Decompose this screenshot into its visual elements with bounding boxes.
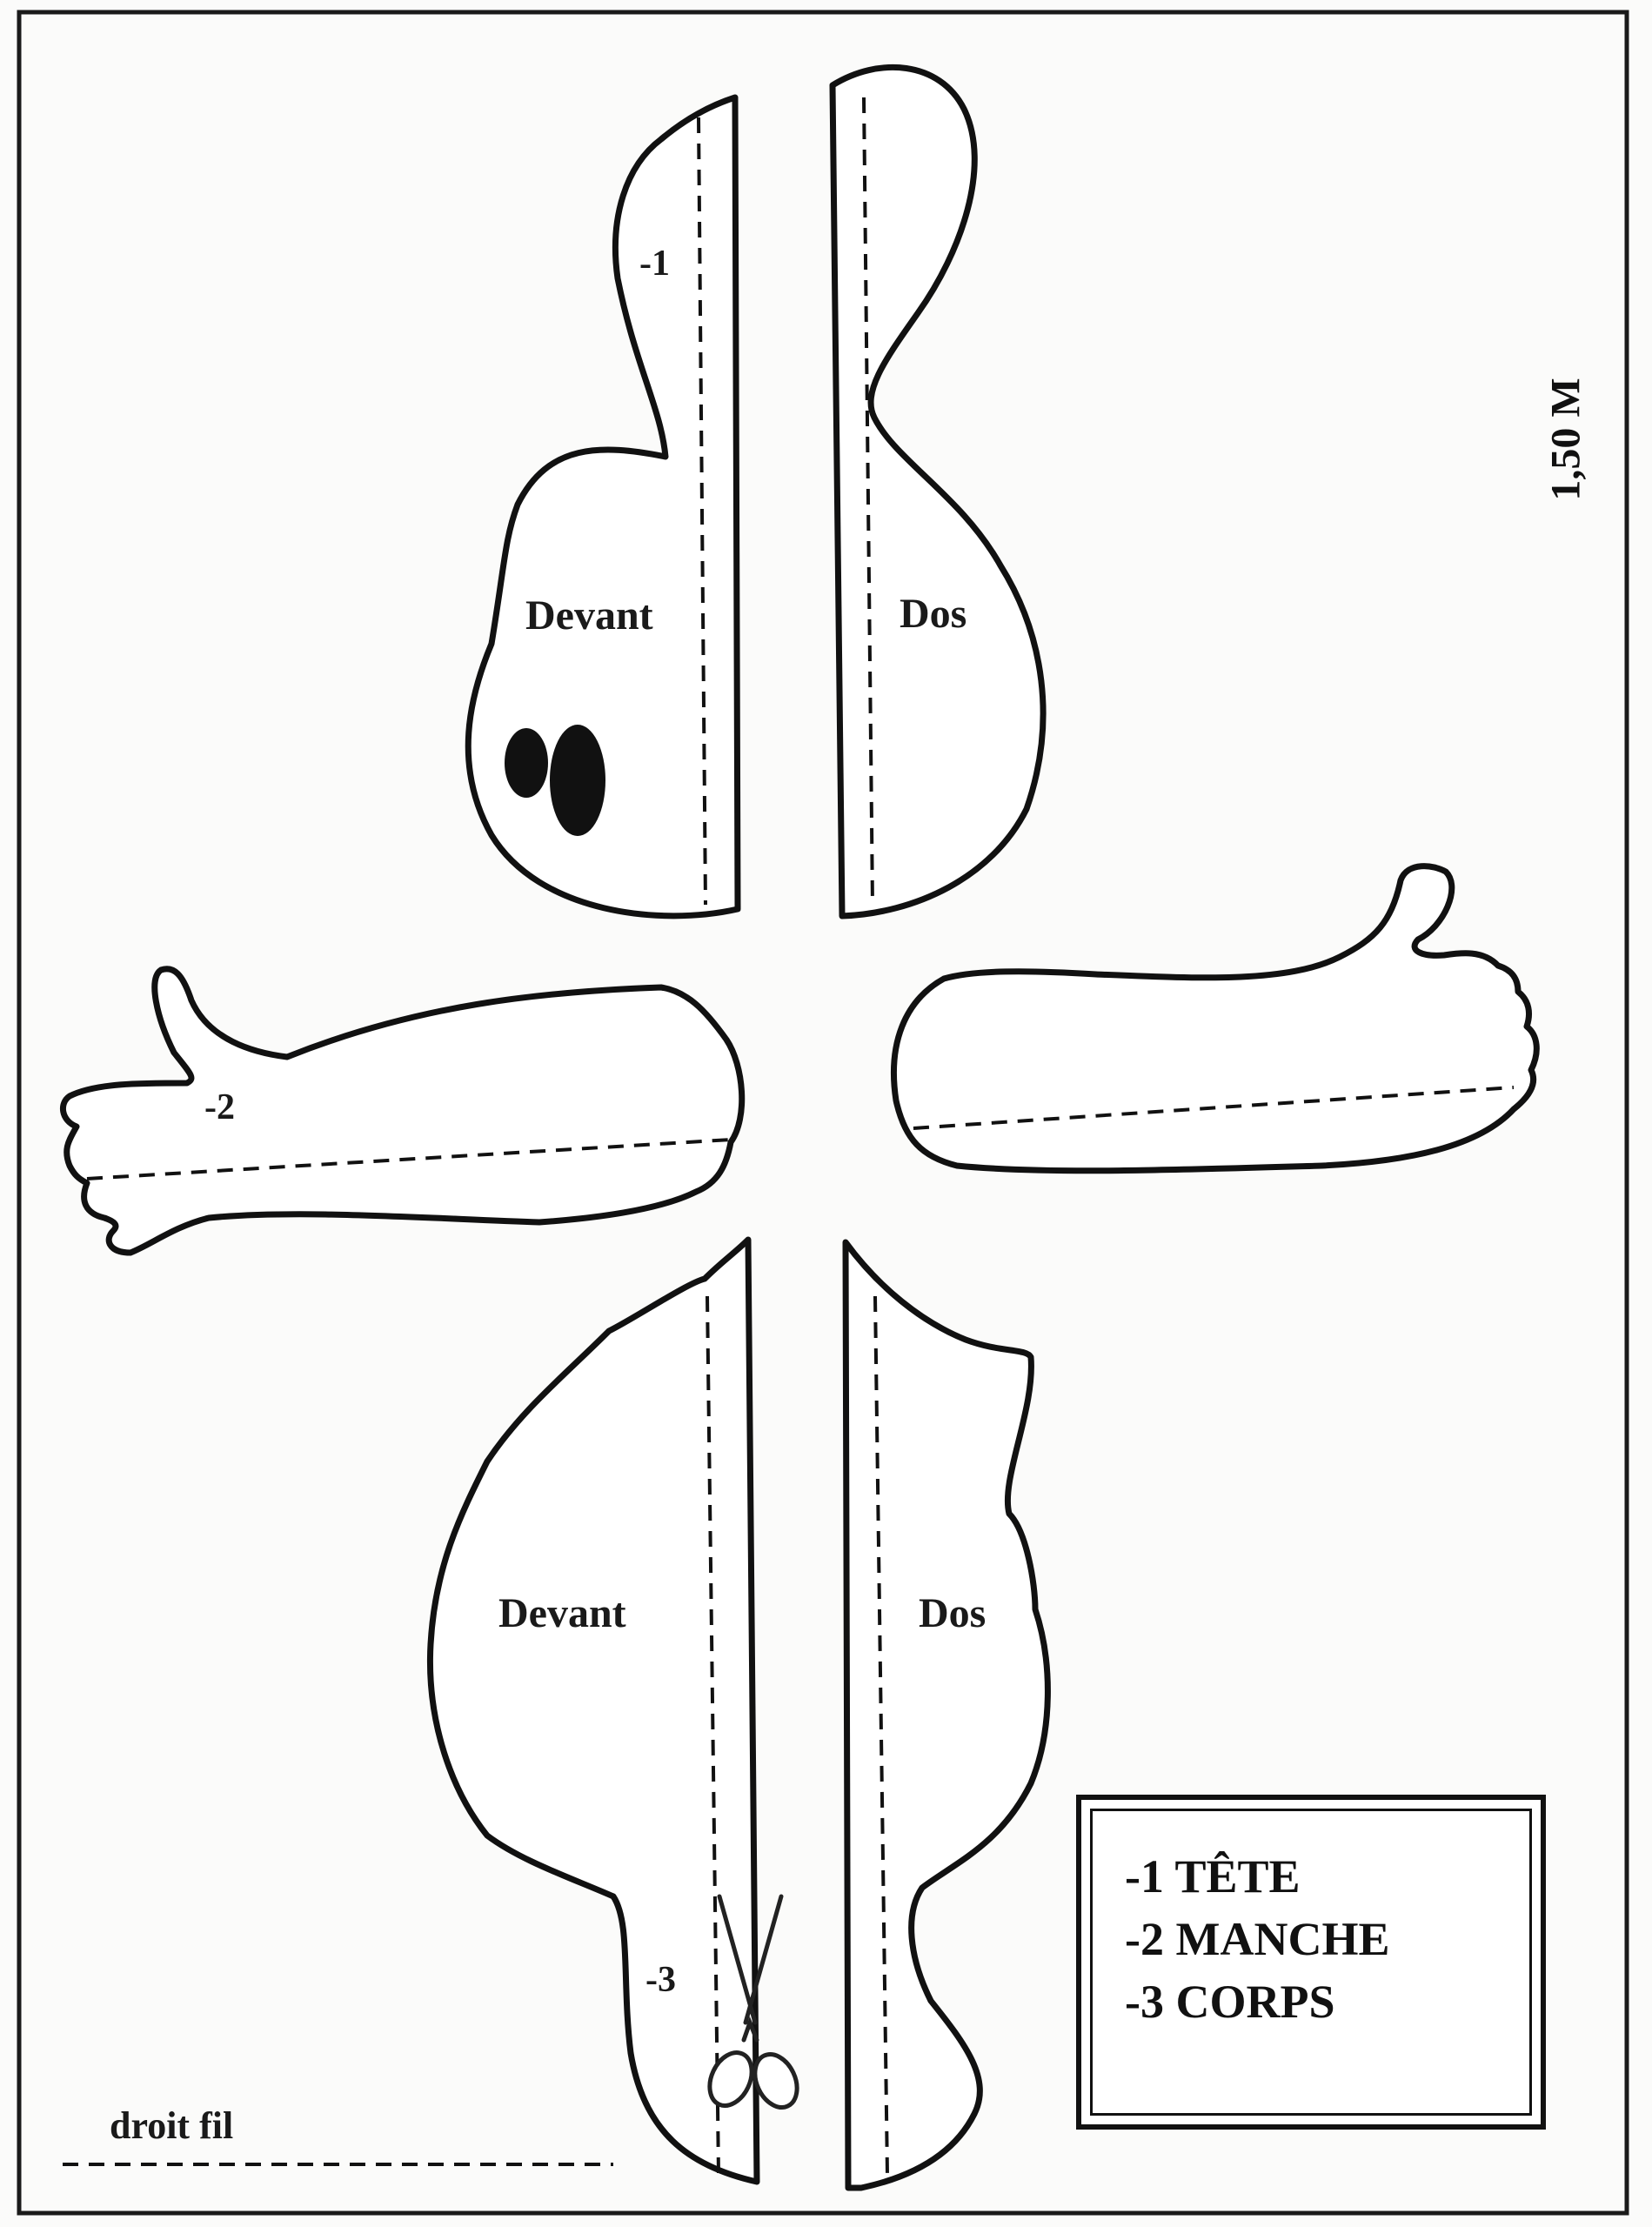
body-back-grainline — [873, 1295, 889, 2176]
head-eye-right — [550, 725, 605, 836]
legend-item-sleeve: -2 MANCHE — [1125, 1913, 1390, 1965]
fabric-size-label: 1,50 M — [1542, 378, 1589, 501]
head-back-piece — [829, 64, 1047, 920]
sheet-border — [17, 10, 1629, 2216]
legend-inner-border — [1090, 1809, 1532, 2116]
body-back-piece — [842, 1239, 1051, 2191]
sleeve-left-grainline — [86, 1138, 732, 1180]
legend-item-body: -3 CORPS — [1125, 1976, 1335, 2028]
head-piece-number: -1 — [639, 244, 670, 284]
sleeve-right-piece — [891, 863, 1540, 1174]
body-front-label: Devant — [493, 1589, 632, 1638]
head-back-label: Dos — [894, 590, 973, 639]
legend-box: -1 TÊTE -2 MANCHE -3 CORPS — [1076, 1795, 1546, 2130]
scissors-icon — [707, 1894, 799, 2110]
legend-item-head: -1 TÊTE — [1125, 1850, 1301, 1903]
head-front-piece — [465, 94, 741, 920]
legend-list: -1 TÊTE -2 MANCHE -3 CORPS — [1125, 1845, 1389, 2033]
head-eye-left — [505, 728, 548, 798]
head-front-label: Devant — [520, 592, 659, 640]
body-piece-number: -3 — [645, 1960, 676, 2000]
sleeve-left-piece — [60, 966, 746, 1256]
sleeve-right-grainline — [913, 1086, 1515, 1130]
head-front-grainline — [697, 117, 707, 906]
body-front-piece — [426, 1236, 760, 2185]
sleeve-piece-number: -2 — [204, 1087, 235, 1127]
body-front-grainline — [706, 1295, 720, 2176]
grain-direction-label: droit fil — [110, 2104, 234, 2147]
body-back-label: Dos — [913, 1589, 992, 1638]
head-back-grainline — [862, 97, 874, 906]
